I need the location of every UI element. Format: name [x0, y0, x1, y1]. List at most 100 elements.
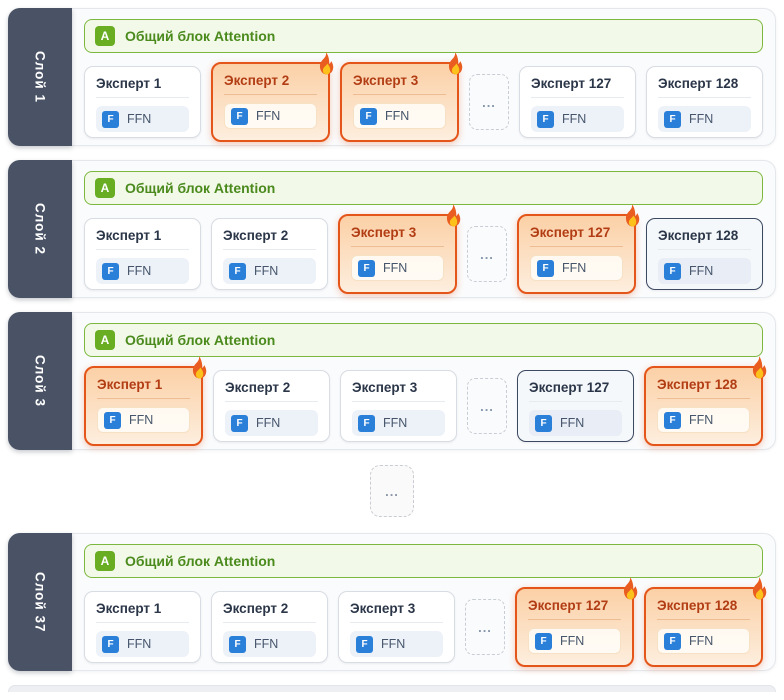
ffn-label: FFN: [689, 634, 714, 648]
fire-icon: [446, 204, 461, 227]
expert-name: Эксперт 3: [350, 601, 416, 616]
layer-label: Слой 2: [32, 203, 48, 255]
experts-ellipsis: ...: [465, 599, 505, 655]
ffn-icon: F: [229, 262, 246, 280]
expert-divider: [658, 97, 751, 98]
expert-card-normal: Эксперт 2 F FFN: [211, 591, 328, 663]
expert-name: Эксперт 128: [658, 76, 739, 91]
ffn-icon: F: [664, 632, 681, 650]
layer-tab: Слой 37: [8, 533, 72, 671]
ffn-chip: F FFN: [223, 631, 316, 657]
layer-label: Слой 1: [32, 51, 48, 103]
ffn-label: FFN: [254, 637, 279, 651]
ffn-label: FFN: [385, 109, 410, 123]
layer-tab: Слой 3: [8, 312, 72, 450]
fire-icon: [623, 577, 638, 600]
ffn-label: FFN: [256, 416, 281, 430]
expert-name: Эксперт 127: [528, 598, 609, 613]
ffn-label: FFN: [381, 637, 406, 651]
ffn-chip: F FFN: [353, 103, 446, 129]
expert-divider: [350, 622, 443, 623]
ffn-label: FFN: [560, 416, 585, 430]
expert-name: Эксперт 1: [97, 377, 163, 392]
ffn-label: FFN: [127, 637, 152, 651]
ffn-icon: F: [102, 635, 119, 653]
expert-divider: [528, 619, 621, 620]
ffn-icon: F: [102, 262, 119, 280]
attention-block: A Общий блок Attention: [84, 544, 763, 578]
ffn-icon: F: [360, 107, 377, 125]
ffn-icon: F: [356, 635, 373, 653]
ffn-label: FFN: [689, 112, 714, 126]
attention-icon: A: [95, 26, 115, 46]
fire-icon: [192, 356, 207, 379]
ffn-icon: F: [231, 107, 248, 125]
ffn-chip: F FFN: [96, 631, 189, 657]
expert-name: Эксперт 2: [223, 228, 289, 243]
ffn-icon: F: [537, 110, 554, 128]
expert-name: Эксперт 2: [225, 380, 291, 395]
expert-divider: [223, 622, 316, 623]
expert-name: Эксперт 3: [353, 73, 419, 88]
expert-name: Эксперт 3: [351, 225, 417, 240]
layers-container-bottom: Слой 37 A Общий блок Attention Эксперт 1…: [8, 533, 776, 671]
ffn-label: FFN: [562, 261, 587, 275]
fire-icon: [752, 356, 767, 379]
ffn-icon: F: [664, 411, 681, 429]
ffn-label: FFN: [689, 413, 714, 427]
expert-divider: [352, 401, 445, 402]
attention-icon: A: [95, 551, 115, 571]
expert-divider: [224, 94, 317, 95]
ffn-label: FFN: [560, 634, 585, 648]
expert-divider: [353, 94, 446, 95]
expert-card-normal: Эксперт 3 F FFN: [338, 591, 455, 663]
ffn-icon: F: [102, 110, 119, 128]
expert-name: Эксперт 127: [530, 225, 611, 240]
layer-label: Слой 3: [32, 355, 48, 407]
expert-name: Эксперт 1: [96, 228, 162, 243]
ffn-chip: F FFN: [350, 631, 443, 657]
ffn-chip: F FFN: [657, 628, 750, 654]
layer-tab: Слой 1: [8, 8, 72, 146]
attention-block: A Общий блок Attention: [84, 19, 763, 53]
attention-label: Общий блок Attention: [125, 332, 276, 348]
next-block-partial: [8, 685, 776, 692]
layer-label: Слой 37: [32, 571, 48, 633]
experts-ellipsis: ...: [467, 226, 507, 282]
ffn-label: FFN: [256, 109, 281, 123]
expert-name: Эксперт 128: [657, 598, 738, 613]
ffn-icon: F: [229, 635, 246, 653]
expert-name: Эксперт 2: [223, 601, 289, 616]
ffn-icon: F: [104, 411, 121, 429]
layer-row: Слой 37 A Общий блок Attention Эксперт 1…: [8, 533, 776, 671]
